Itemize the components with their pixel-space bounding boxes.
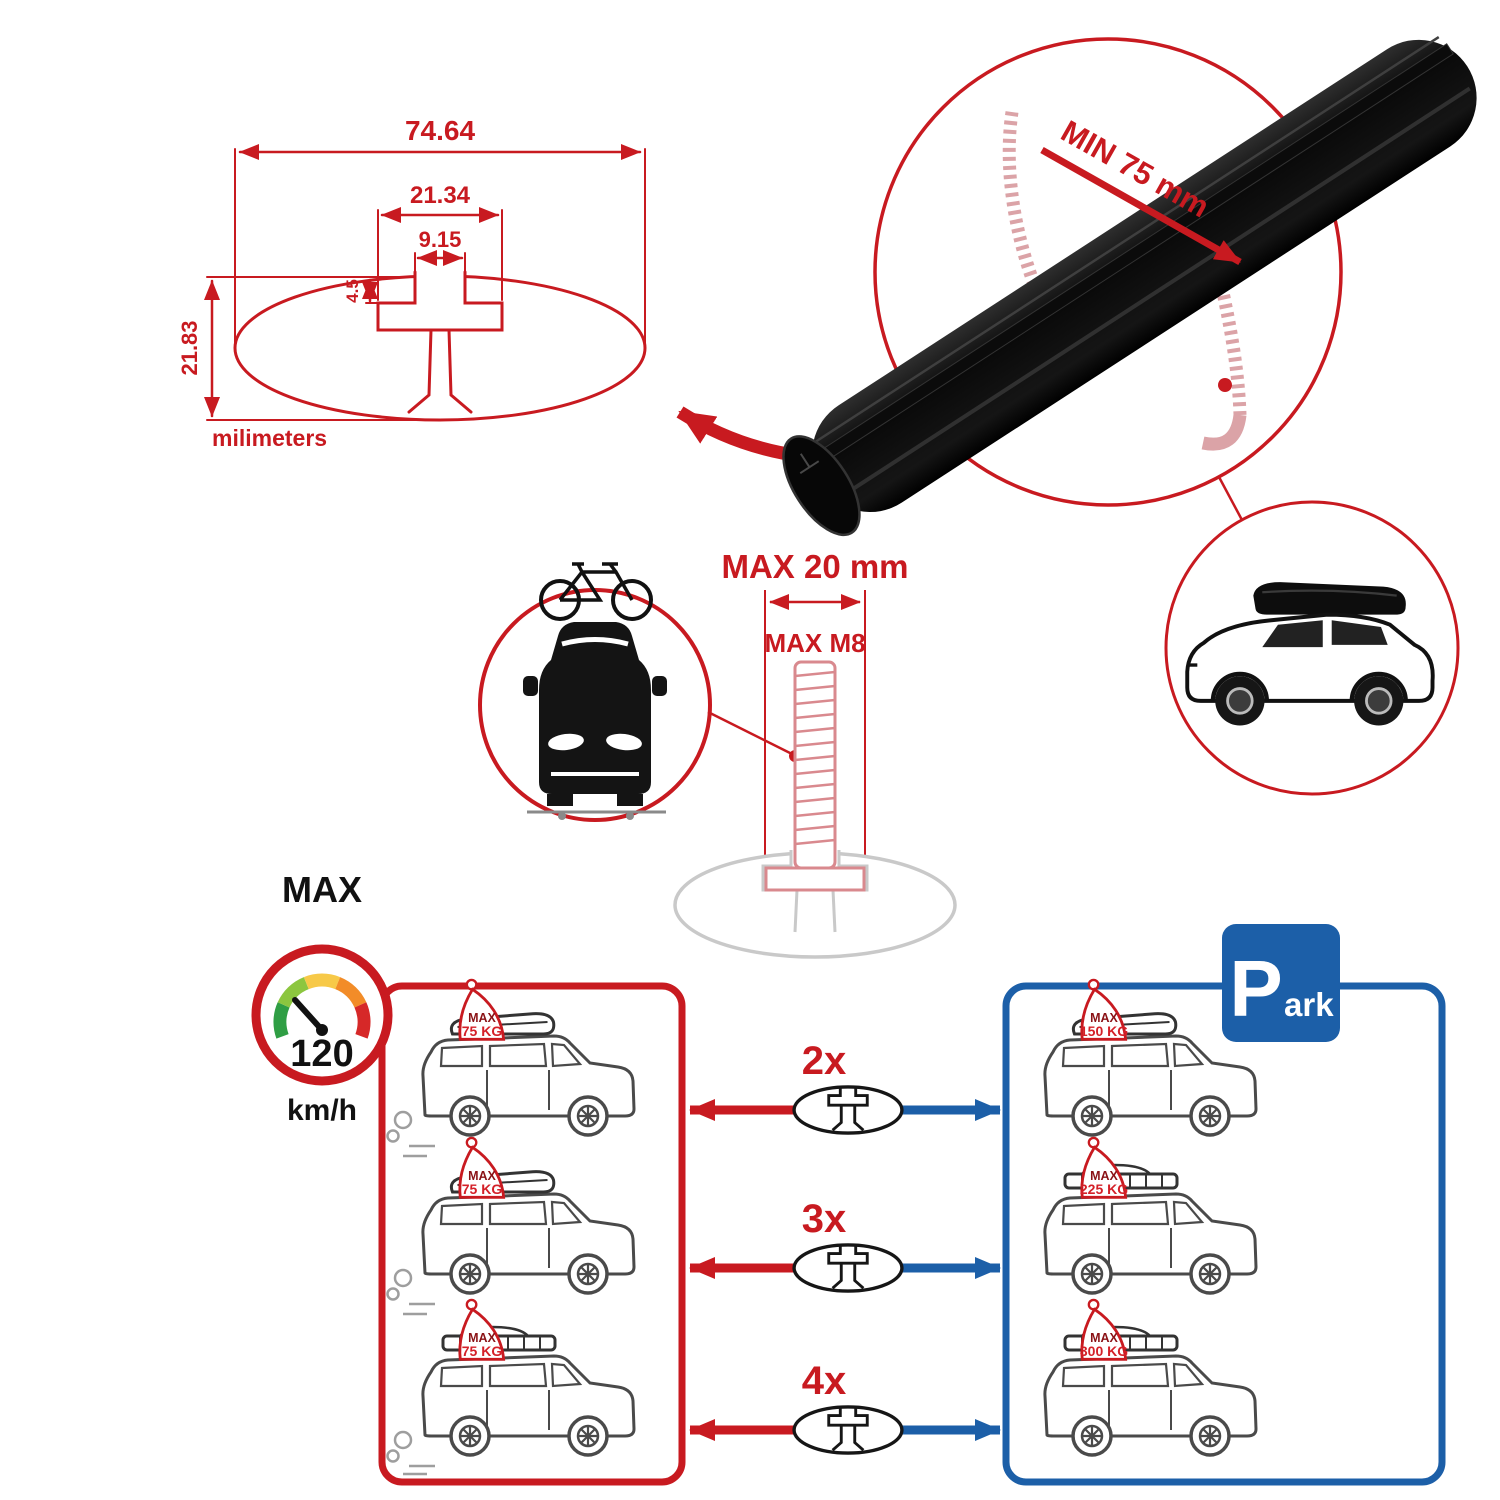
bar-crosssection-icon: [792, 1405, 904, 1455]
speed-max-label: MAX: [282, 869, 362, 910]
speed-value: 120: [290, 1033, 353, 1075]
slot-depth-label: 4.5: [343, 279, 362, 303]
bar-detail: MIN 75 mm: [782, 36, 1477, 537]
slot-width-label: 9.15: [419, 227, 462, 252]
mount-diagram: MAX 20 mm MAX M8: [478, 548, 957, 959]
load-tag-max-label: MAX: [1090, 1331, 1118, 1345]
speed-units: km/h: [287, 1094, 357, 1127]
bolt-point-dot: [1218, 378, 1232, 392]
u-bolt-hook: [1201, 413, 1247, 451]
gauge-arc: [273, 973, 371, 1039]
load-tag-weight: 225 KG: [1080, 1181, 1128, 1197]
load-tag-weight: 300 KG: [1080, 1343, 1128, 1359]
load-tag-weight: 150 KG: [1080, 1023, 1128, 1039]
quantity-label-2x: 2x: [802, 1039, 847, 1083]
parking-sign: P ark: [1222, 924, 1340, 1042]
t-bolt-icon: [764, 660, 866, 892]
quantity-label-3x: 3x: [802, 1197, 847, 1241]
load-tag-weight: 75 KG: [462, 1343, 503, 1359]
parking-car-row-2: MAX 225 KG: [1045, 1136, 1256, 1293]
parking-car-row-1: MAX 150 KG: [1045, 978, 1256, 1135]
car-front-silhouette: [523, 622, 667, 820]
parking-car-row-3: MAX 300 KG: [1045, 1298, 1256, 1455]
units-label: milimeters: [212, 425, 327, 451]
motion-swirl-icon: [386, 1268, 435, 1316]
load-tag-max-label: MAX: [1090, 1169, 1118, 1183]
parking-sign-rest: ark: [1284, 986, 1334, 1023]
load-tag-max-label: MAX: [468, 1011, 496, 1025]
parking-cars: MAX 150 KG MAX 225 KG MAX 300 KG: [1045, 978, 1256, 1455]
bar-quantity-options: 2x 3x 4x: [689, 1039, 1001, 1455]
load-tag-weight: 75 KG: [462, 1023, 503, 1039]
driving-car-row-3: MAX 75 KG: [386, 1298, 635, 1476]
max-thread-label: MAX M8: [764, 628, 865, 658]
crossbar-3d: [782, 36, 1477, 537]
crossbar-end-cap: [782, 435, 861, 537]
driving-cars: MAX 75 KG MAX 75 KG MAX 75 KG: [386, 978, 635, 1476]
load-tag-max-label: MAX: [1090, 1011, 1118, 1025]
circle-connector-line: [1217, 476, 1244, 521]
motion-swirl-icon: [386, 1430, 435, 1476]
bar-crosssection-icon: [792, 1085, 904, 1135]
suv-with-roofbox-icon: [1185, 582, 1435, 726]
load-tag-weight: 75 KG: [462, 1181, 503, 1197]
motion-swirl-icon: [386, 1110, 435, 1158]
driving-car-row-1: MAX 75 KG: [386, 978, 635, 1158]
profile-web: [407, 328, 473, 414]
channel-width-label: 21.34: [410, 182, 471, 209]
profile-channel: [376, 270, 504, 332]
bolt-connector-line: [707, 710, 793, 756]
load-tag-max-label: MAX: [468, 1331, 496, 1345]
parking-sign-board: [1222, 924, 1340, 1042]
speed-limit-gauge: MAX 120 km/h: [251, 869, 393, 1127]
max-length-label: MAX 20 mm: [721, 548, 908, 585]
min-span-arrow: [1040, 146, 1242, 266]
suv-roofbox-circle: [1164, 500, 1460, 796]
gauge-needle: [292, 997, 325, 1033]
load-tag-max-label: MAX: [468, 1169, 496, 1183]
total-width-label: 74.64: [405, 115, 475, 146]
driving-car-row-2: MAX 75 KG: [386, 1136, 635, 1316]
total-height-label: 21.83: [177, 320, 202, 375]
bicycle-icon: [539, 562, 653, 621]
bar-crosssection-icon: [792, 1243, 904, 1293]
gauge-circle: [251, 944, 393, 1086]
dimension-diagram: 74.64 21.34 9.15 4.5 21.83 milimeters: [177, 115, 647, 451]
gauge-needle-pivot: [316, 1024, 328, 1036]
parking-sign-initial: P: [1229, 944, 1282, 1033]
quantity-label-4x: 4x: [802, 1359, 847, 1403]
